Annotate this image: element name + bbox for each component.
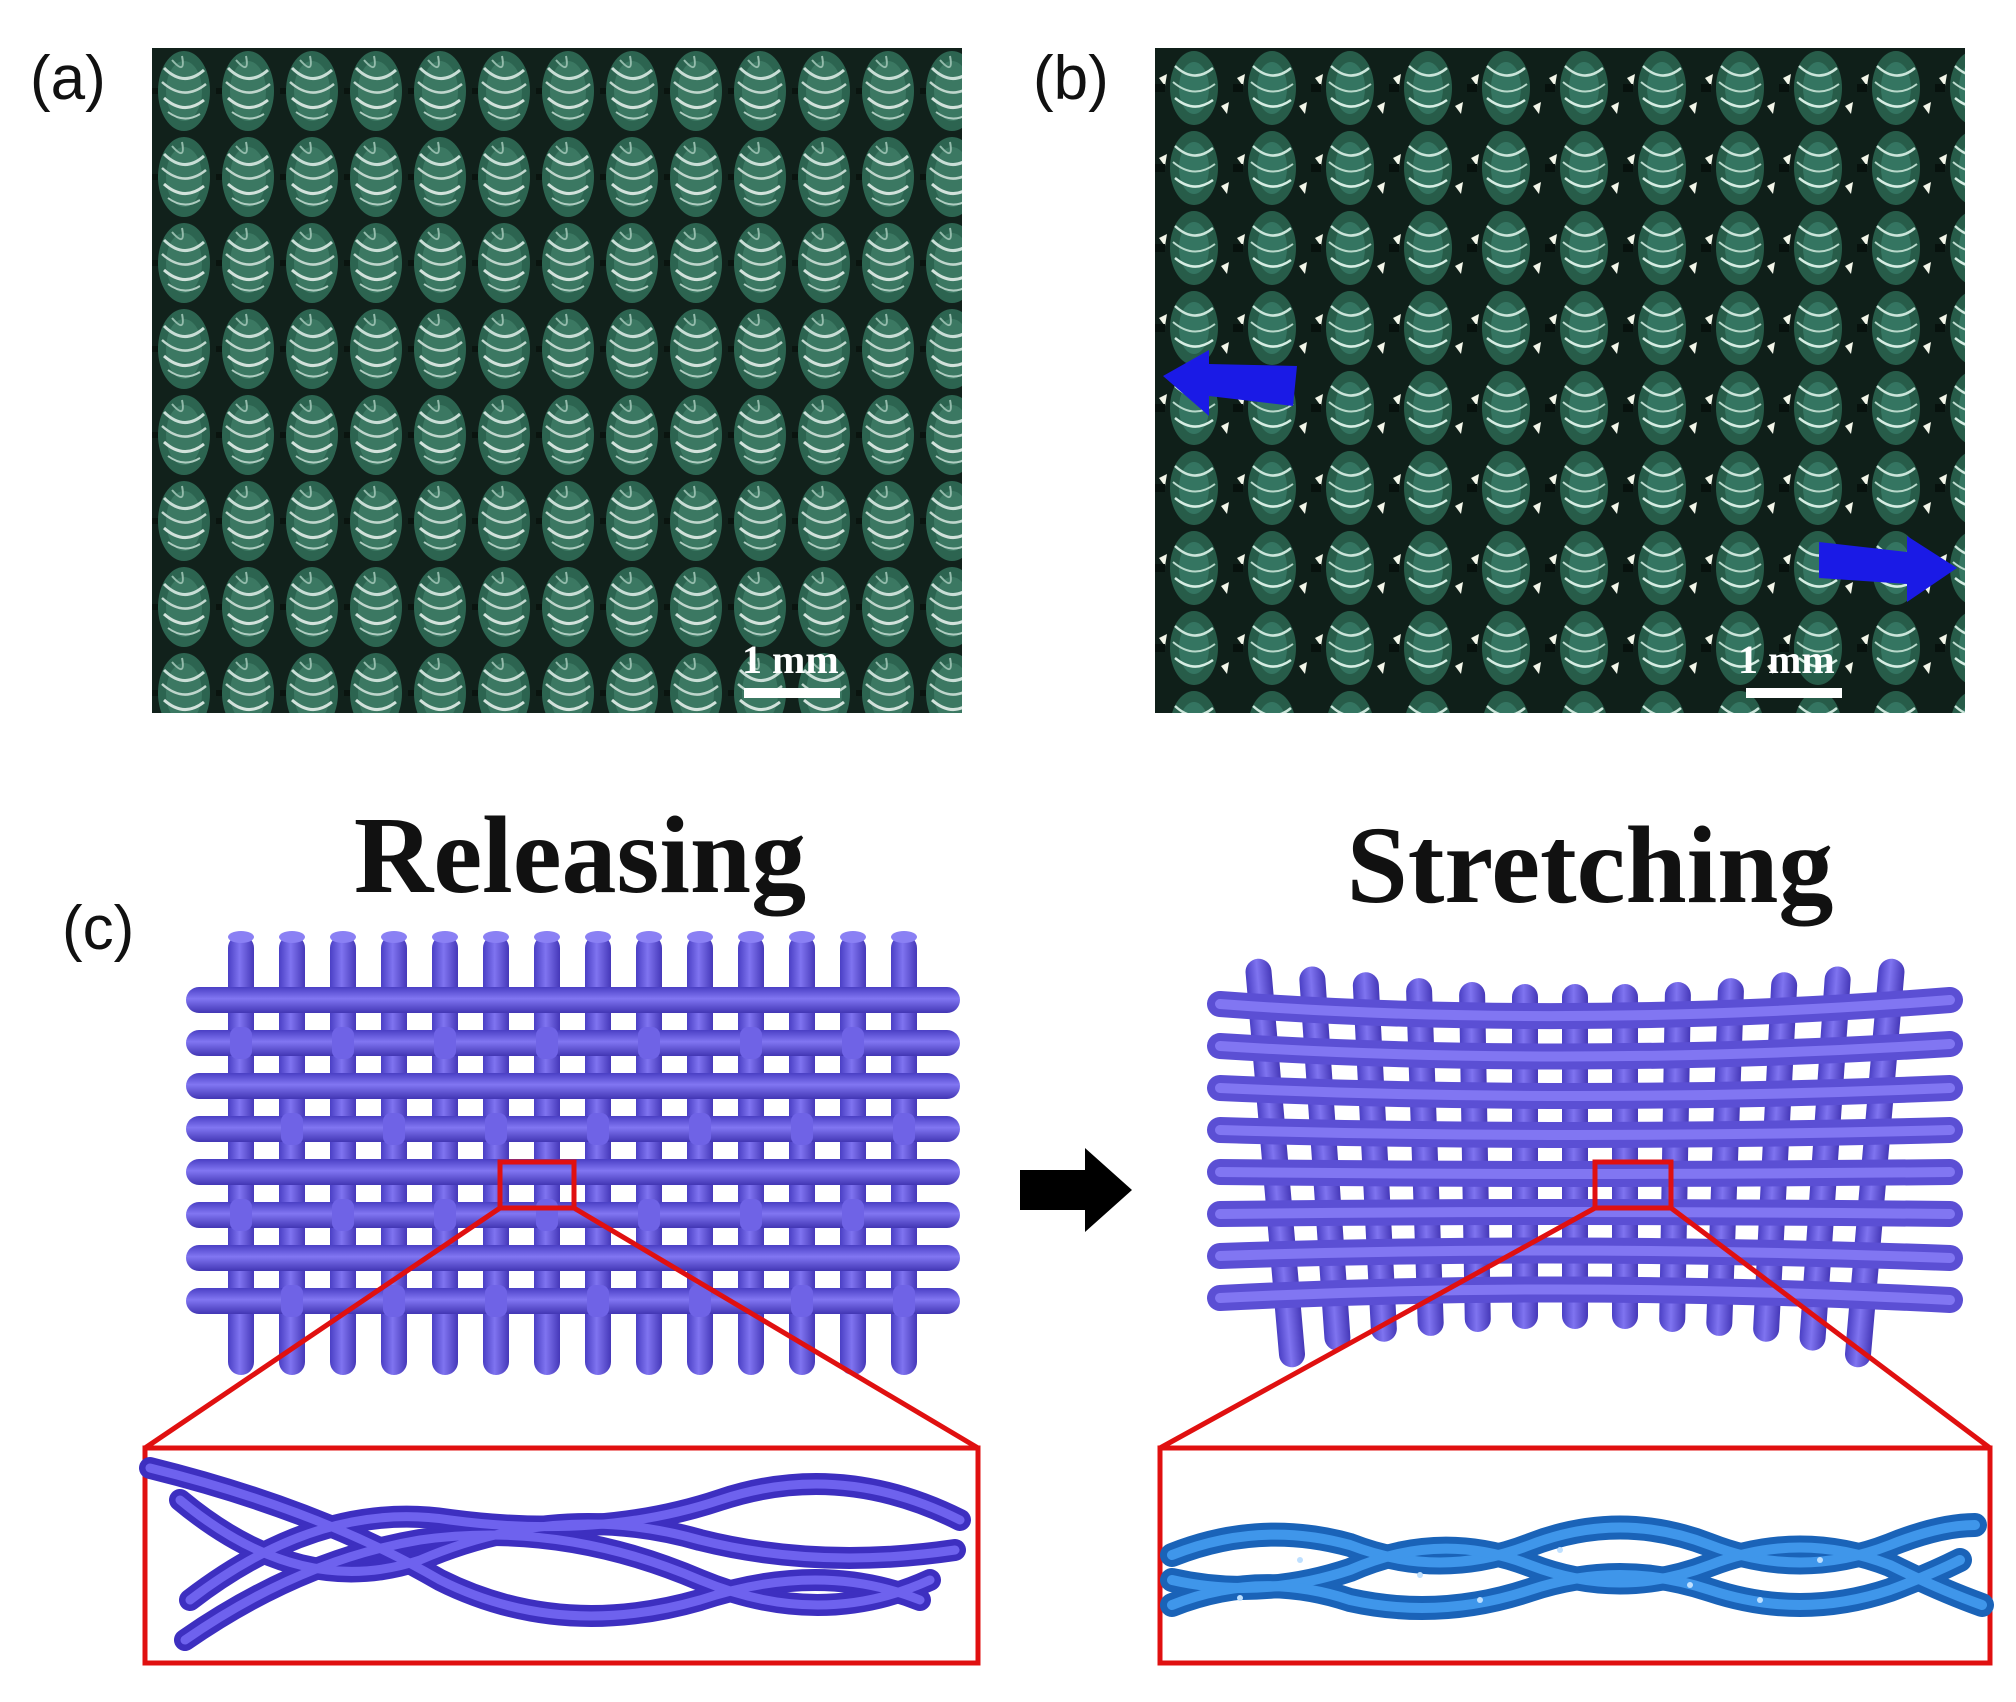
right-arrow-icon	[1020, 1148, 1132, 1232]
panel-c-label: (c)	[62, 894, 135, 963]
stretched-fibers	[1160, 1513, 1994, 1620]
panel-a-scale-label: 1 mm	[742, 637, 839, 682]
stretching-title: Stretching	[1346, 804, 1834, 926]
released-fibers	[139, 1457, 971, 1651]
panel-b-label: (b)	[1033, 44, 1109, 113]
panel-b-photo	[1155, 48, 1965, 713]
stretching-zoom	[1157, 1159, 1993, 1666]
panel-a-photo	[152, 48, 962, 713]
releasing-zoom	[142, 1159, 981, 1666]
releasing-title: Releasing	[353, 794, 807, 916]
panel-b-scale-bar	[1746, 688, 1842, 698]
panel-a-label: (a)	[30, 44, 106, 113]
arrow-icon	[1163, 350, 1297, 416]
arrow-icon	[1819, 536, 1957, 602]
panel-a-scale-bar	[744, 688, 840, 698]
releasing-mesh	[186, 931, 960, 1375]
stretching-mesh	[1207, 958, 1963, 1368]
panel-b-scale-label: 1 mm	[1738, 637, 1835, 682]
